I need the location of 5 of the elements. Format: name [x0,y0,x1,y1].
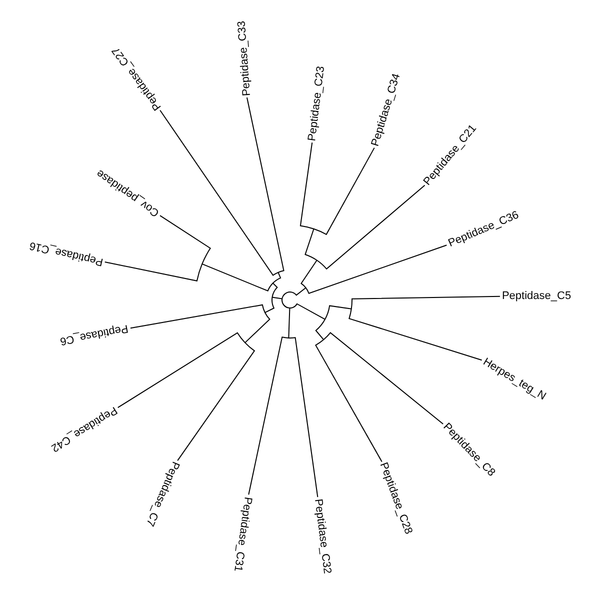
leaf-label: Peptidase_C31 [232,496,254,572]
leaf-label: Peptidase_C23 [306,65,328,142]
leaf-label: Peptidase_C5 [502,290,572,302]
leaf-label: Peptidase_C33 [235,20,253,96]
leaf-label: Peptidase_C32 [312,498,334,574]
